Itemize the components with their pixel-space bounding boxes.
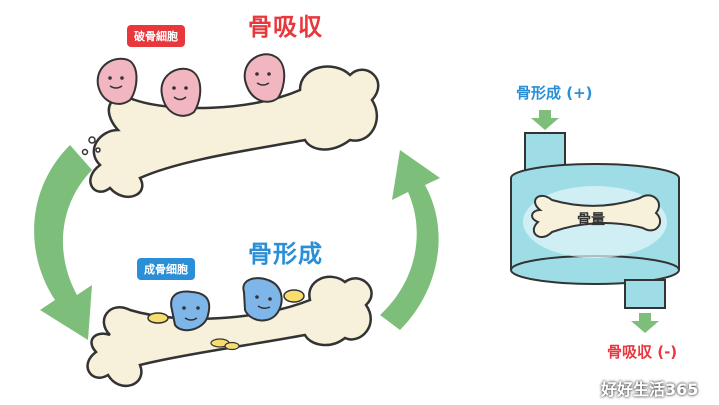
tank-bone <box>531 194 662 238</box>
bone-mass-label: 骨量 <box>577 212 605 228</box>
osteoblast-badge: 成骨细胞 <box>137 258 195 280</box>
outflow-arrow <box>631 313 659 333</box>
bone-formation-title: 骨形成 <box>248 240 323 268</box>
osteoclast-cell-2 <box>160 67 202 117</box>
inflow-label: 骨形成 (+) <box>516 84 593 102</box>
osteoblast-cell-1 <box>147 290 211 332</box>
osteoclast-cell-3 <box>243 53 286 103</box>
new-bone-matrix <box>210 338 240 351</box>
bone-crumbs <box>81 136 101 156</box>
outflow-label: 骨吸収 (-) <box>607 343 678 361</box>
top-bone <box>89 65 380 198</box>
osteoblast-cell-2 <box>242 277 305 322</box>
inflow-arrow <box>531 110 559 130</box>
cycle-arrow-right <box>380 150 440 330</box>
osteoclast-cell-1 <box>96 57 138 105</box>
cycle-arrow-left <box>34 145 92 340</box>
watermark: 好好生活365 <box>601 380 699 399</box>
osteoclast-badge: 破骨細胞 <box>127 25 185 47</box>
tank-outlet-pipe <box>624 279 666 309</box>
bottom-bone <box>86 275 373 387</box>
bone-resorption-title: 骨吸収 <box>248 13 323 41</box>
